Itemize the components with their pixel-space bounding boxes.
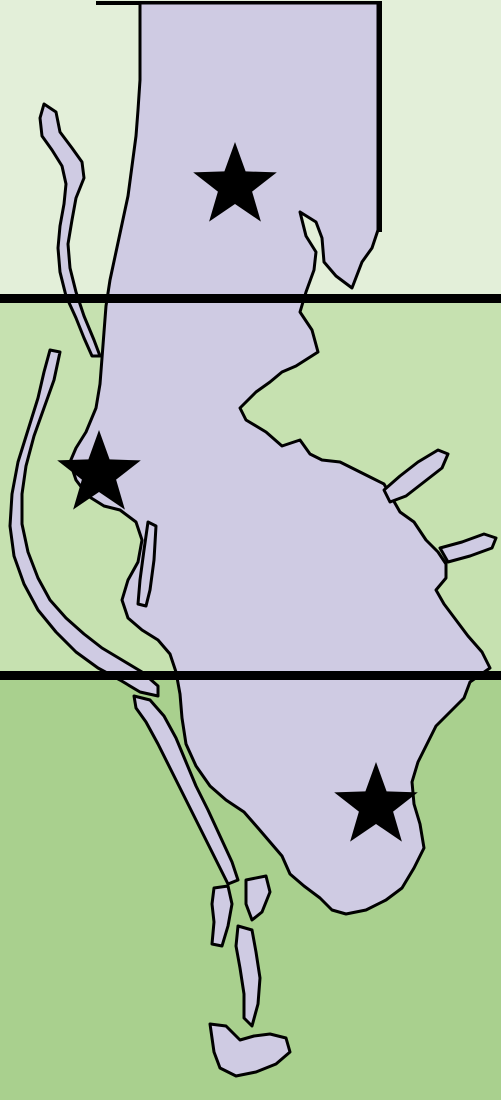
star-marker-north: [193, 142, 277, 222]
peninsula-land: [68, 1, 492, 916]
zone-divider-line: [0, 294, 501, 303]
barrier-island: [132, 694, 240, 886]
star-marker-south: [334, 762, 418, 842]
barrier-island: [234, 924, 262, 1028]
bay-island: [438, 532, 498, 564]
bay-island: [136, 520, 158, 608]
barrier-island: [208, 1022, 292, 1078]
barrier-island: [244, 874, 272, 922]
star-marker-west: [57, 430, 141, 510]
barrier-island: [38, 102, 102, 358]
bay-island: [382, 448, 450, 504]
zone-divider-line: [0, 671, 501, 680]
barrier-island: [8, 348, 160, 698]
barrier-island: [210, 884, 234, 948]
